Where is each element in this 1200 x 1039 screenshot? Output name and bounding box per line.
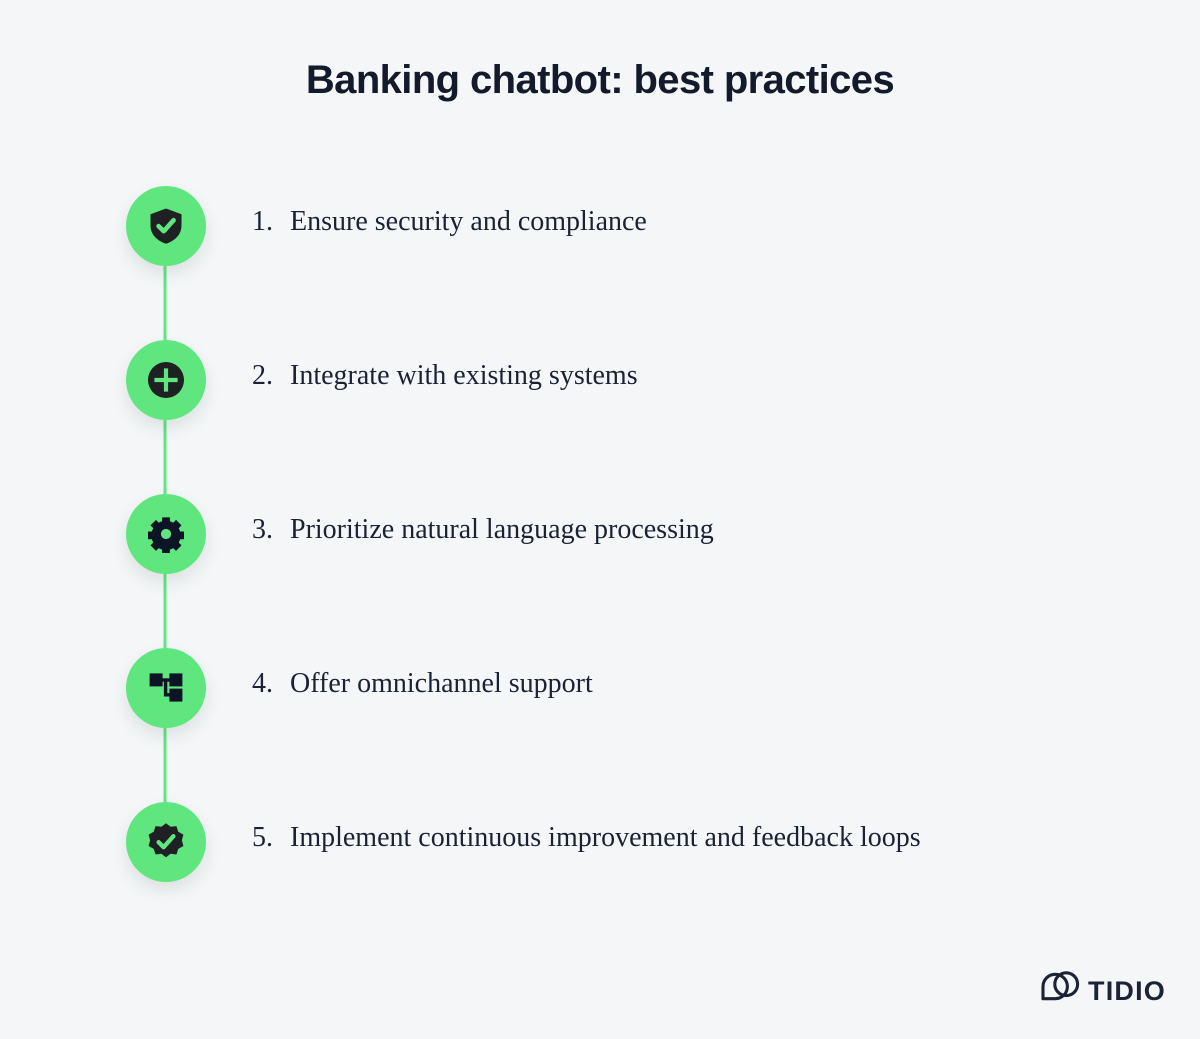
step-bullet-4 [126,648,206,728]
step-text-5: 5. Implement continuous improvement and … [252,822,921,854]
step-number: 4. [252,668,273,699]
connector-line-2 [163,420,167,494]
list-item: 3. Prioritize natural language processin… [0,494,1200,648]
bullet-circle [126,494,206,574]
step-label: Ensure security and compliance [290,206,647,237]
connector-line-1 [163,266,167,340]
tidio-wordmark: TIDIO [1088,976,1166,1006]
connector-line-4 [163,728,167,802]
sitemap-nodes-icon [147,669,185,707]
step-number: 3. [252,514,273,545]
bullet-circle [126,340,206,420]
chat-bubble-overlap-icon [1039,970,1083,1013]
bullet-circle [126,186,206,266]
step-text-2: 2. Integrate with existing systems [252,360,638,392]
step-text-4: 4. Offer omnichannel support [252,668,593,700]
step-text-3: 3. Prioritize natural language processin… [252,514,714,546]
badge-check-icon [146,822,186,862]
step-number: 5. [252,822,273,853]
bullet-circle [126,648,206,728]
tidio-logo: TIDIO [1039,970,1166,1013]
shield-check-icon [148,207,184,245]
step-bullet-3 [126,494,206,574]
step-label: Prioritize natural language processing [290,514,714,545]
steps-list: 1. Ensure security and compliance 2. [0,186,1200,956]
step-bullet-2 [126,340,206,420]
gear-icon [147,515,185,553]
step-bullet-5 [126,802,206,882]
step-text-1: 1. Ensure security and compliance [252,206,647,238]
list-item: 2. Integrate with existing systems [0,340,1200,494]
list-item: 1. Ensure security and compliance [0,186,1200,340]
step-label: Implement continuous improvement and fee… [290,822,921,853]
list-item: 5. Implement continuous improvement and … [0,802,1200,956]
list-item: 4. Offer omnichannel support [0,648,1200,802]
page-title: Banking chatbot: best practices [305,58,895,102]
step-label: Offer omnichannel support [290,668,593,699]
step-label: Integrate with existing systems [290,360,638,391]
step-bullet-1 [126,186,206,266]
plus-circle-icon [147,361,185,399]
connector-line-3 [163,574,167,648]
step-number: 1. [252,206,273,237]
step-number: 2. [252,360,273,391]
bullet-circle [126,802,206,882]
